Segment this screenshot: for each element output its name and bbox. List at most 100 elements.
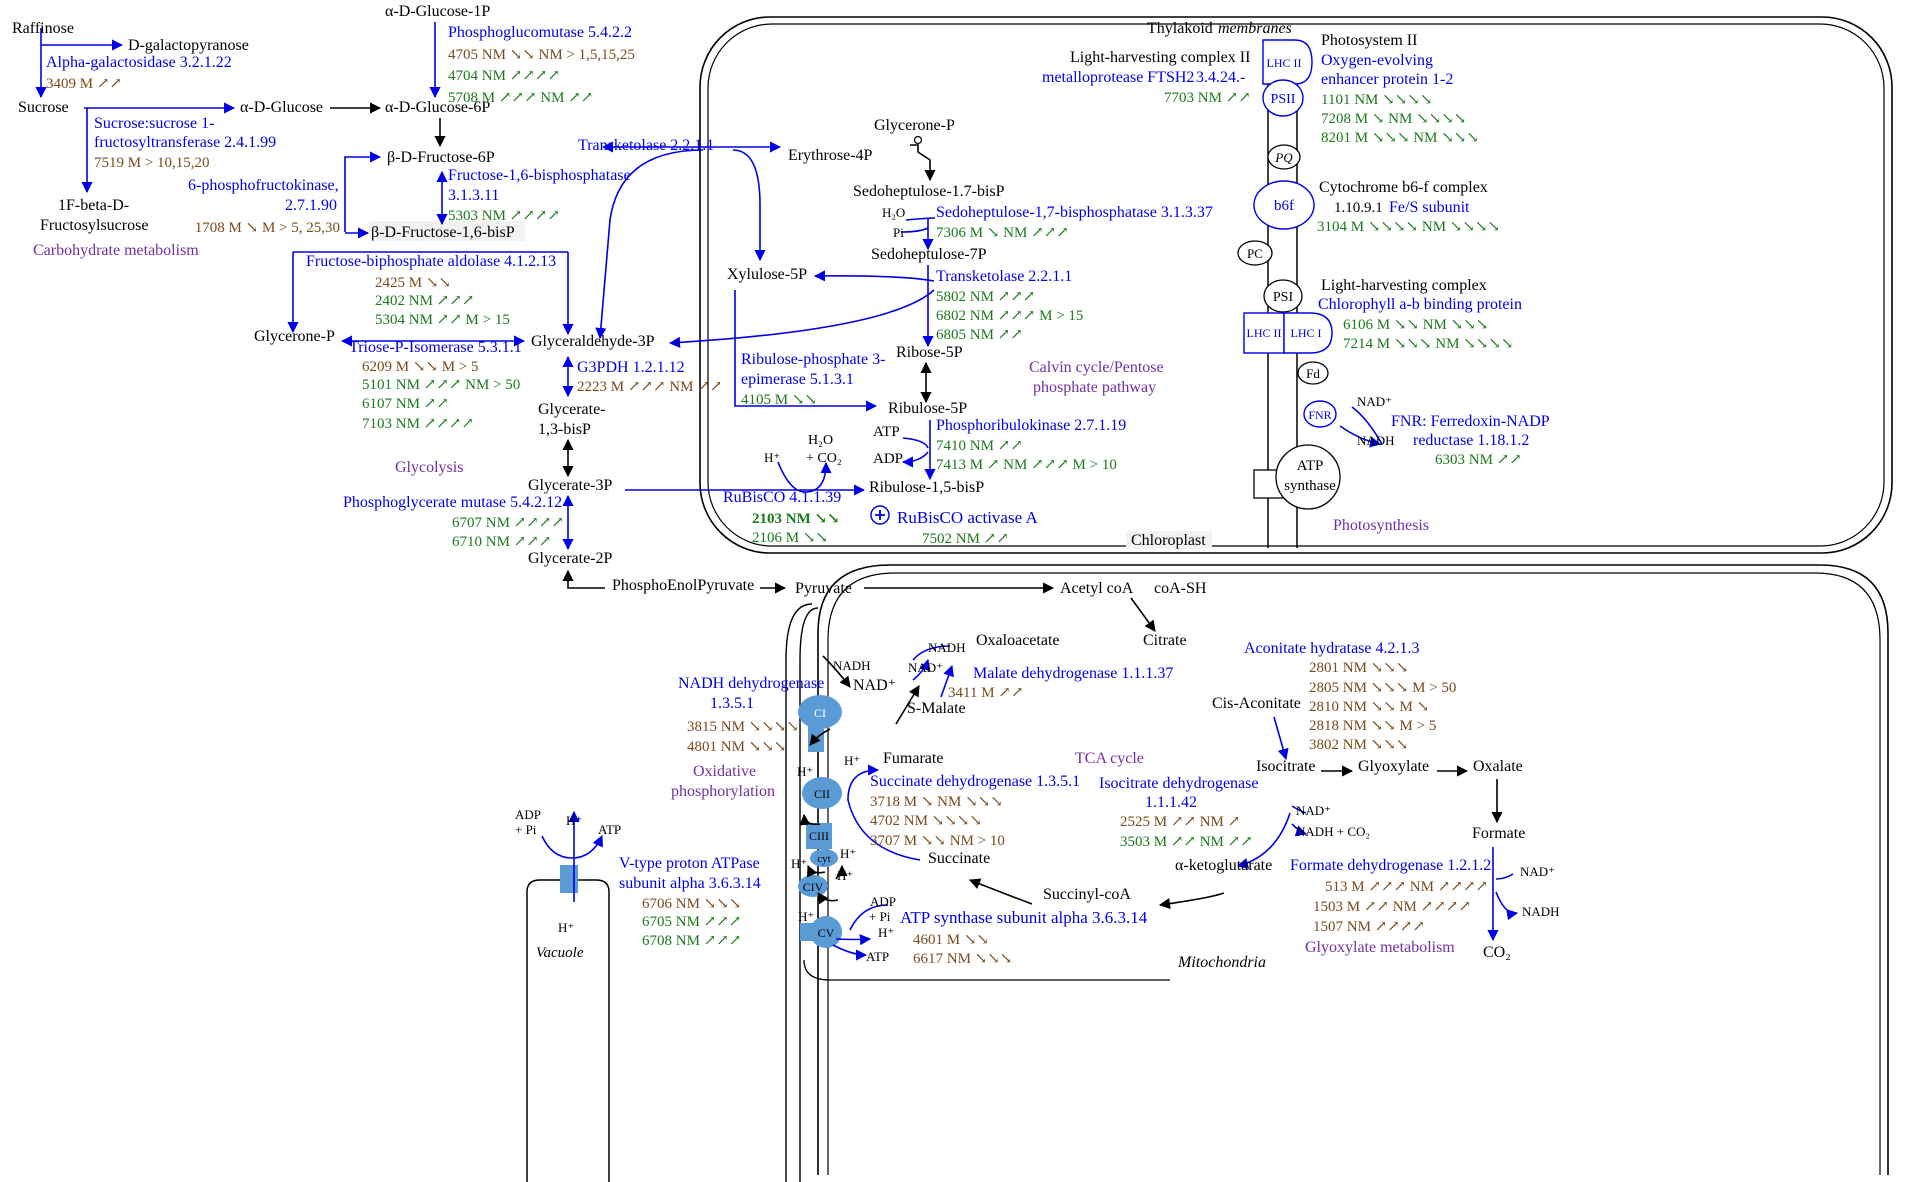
acetyl-coa-label: Acetyl coA <box>1060 580 1134 597</box>
pc-label: PC <box>1247 246 1263 261</box>
a-d-glucose-6p-label: α-D-Glucose-6P <box>385 99 490 116</box>
adp-pi-2-label: + Pi <box>869 909 891 924</box>
pfk-1-label: 6-phosphofructokinase, <box>188 177 339 194</box>
pq-shuttle <box>1267 144 1301 170</box>
lhc1-label: LHC I <box>1291 326 1322 340</box>
pq-label: PQ <box>1274 150 1293 165</box>
sdh-2-label: 4702 NM ↘↘↘↘ <box>870 813 982 829</box>
rubisco-1-label: 2103 NM ↘↘ <box>752 511 840 527</box>
calvin-1-label: Calvin cycle/Pentose <box>1029 359 1164 376</box>
sedoheptulose-17bisp-label: Sedoheptulose-1.7-bisP <box>853 183 1005 200</box>
vatp-1-label: 6706 NM ↘↘↘ <box>642 896 741 912</box>
alpha-gal-1-label: 3409 M ↗↗ <box>46 76 122 92</box>
mitochondria-membrane-inner <box>827 572 1881 1175</box>
atp-synthase-head <box>1275 444 1341 510</box>
pgam-label: Phosphoglycerate mutase 5.4.2.12 <box>343 494 562 511</box>
reaction-curve-8 <box>902 437 929 449</box>
reaction-curve-16 <box>847 764 921 861</box>
h-plus-label: H⁺ <box>878 925 894 940</box>
raffinose-label: Raffinose <box>12 20 74 37</box>
reaction-arrow-18 <box>562 569 605 589</box>
sst-2-label: fructosyltransferase 2.4.1.99 <box>94 134 276 151</box>
oxphos-1-label: Oxidative <box>693 763 756 780</box>
h-plus-label: H⁺ <box>797 764 813 779</box>
ribulose-15bisp-label: Ribulose-1,5-bisP <box>869 479 984 496</box>
prk-1-label: 7410 NM ↗↗ <box>936 438 1023 454</box>
tpi-label: Triose-P-Isomerase 5.3.1.1 <box>349 339 522 356</box>
complex-iii <box>806 823 832 849</box>
vatpase-2-label: subunit alpha 3.6.3.14 <box>619 875 761 892</box>
b-d-fructose-16bisp-label: β-D-Fructose-1,6-bisP <box>371 224 515 241</box>
ftsh2-1-label: 7703 NM ↗↗ <box>1164 90 1251 106</box>
reaction-curve-13 <box>1291 823 1308 837</box>
tpi-1-label: 6209 M ↘↘ M > 5 <box>362 359 479 375</box>
fdh-3-label: 1507 NM ↗↗↗↗ <box>1313 919 1425 935</box>
psi-label: PSI <box>1273 290 1294 305</box>
mitochondria-label: Mitochondria <box>1177 954 1266 971</box>
organelle-shapes <box>369 16 1893 1182</box>
reaction-curve-9 <box>901 451 929 468</box>
fructosylsucrose-1-label: 1F-beta-D- <box>58 197 129 214</box>
reaction-curve-15 <box>968 878 1033 905</box>
aco-3-label: 2810 NM ↘↘ M ↘ <box>1309 699 1429 715</box>
ciii-label: CIII <box>809 829 829 843</box>
aldolase-2-label: 2402 NM ↗↗↗ <box>375 293 474 309</box>
cytb6f-1-label: 3104 M ↘↘↘↘ NM ↘↘↘↘ <box>1317 219 1500 235</box>
b6f-label: b6f <box>1274 198 1294 214</box>
fnr-label: FNR <box>1308 408 1331 422</box>
cv-label: CV <box>818 926 835 940</box>
fnr-complex <box>1303 400 1337 428</box>
pgm-3-label: 5708 M ↗↗↗ NM ↗↗ <box>448 90 593 106</box>
cytb6f-title-label: Cytochrome b6-f complex <box>1319 179 1488 196</box>
oee-1-label: Oxygen-evolving <box>1321 52 1433 69</box>
pep-label: PhosphoEnolPyruvate <box>612 577 754 594</box>
aldolase-label: Fructose-biphosphate aldolase 4.1.2.13 <box>306 253 556 270</box>
ftsh2-1-label: metalloprotease FTSH2 <box>1042 69 1194 86</box>
alpha-gal-label: Alpha-galactosidase 3.2.1.22 <box>46 54 232 71</box>
civ-label: CIV <box>803 880 824 894</box>
glycerate-3p-label: Glycerate-3P <box>528 477 613 494</box>
adp-pi-1-label: ADP <box>870 894 896 909</box>
atp-label: ATP <box>598 822 621 837</box>
rpe-1-label: 4105 M ↘↘ <box>741 392 817 408</box>
oxaloacetate-label: Oxaloacetate <box>976 632 1060 649</box>
tpi-2-label: 5101 NM ↗↗↗ NM > 50 <box>362 377 520 393</box>
sst-1-label: Sucrose:sucrose 1- <box>94 115 214 132</box>
nadh-co2-label: NADH + CO₂ <box>1296 824 1370 839</box>
text-labels: RaffinoseD-galactopyranoseAlpha-galactos… <box>12 3 1560 971</box>
fnr-2-label: reductase 1.18.1.2 <box>1413 432 1529 449</box>
glycerone-p-left-label: Glycerone-P <box>254 328 335 345</box>
rpe-1-label: Ribulose-phosphate 3- <box>741 351 885 368</box>
vatp-2-label: 6705 NM ↗↗↗ <box>642 914 741 930</box>
succinate-label: Succinate <box>928 850 990 867</box>
g3pdh-1-label: 2223 M ↗↗↗ NM ↗↗ <box>577 379 722 395</box>
nad-plus-label: NAD⁺ <box>853 677 896 694</box>
nadh-label: NADH <box>1357 433 1395 448</box>
psi-complex <box>1263 279 1303 313</box>
sbpase-1-label: 7306 M ↘ NM ↗↗↗ <box>936 225 1069 241</box>
reaction-curve-30 <box>832 944 868 961</box>
h-plus-label: H⁺ <box>798 909 814 924</box>
erythrose-4p-label: Erythrose-4P <box>788 147 873 164</box>
pgm-label: Phosphoglucomutase 5.4.2.2 <box>448 24 632 41</box>
prk-label: Phosphoribulokinase 2.7.1.19 <box>936 417 1126 434</box>
pc-shuttle <box>1237 240 1273 266</box>
sedoheptulose-7p-label: Sedoheptulose-7P <box>871 246 987 263</box>
lhc1-complex <box>1283 312 1333 354</box>
reaction-curve-22 <box>1339 425 1382 448</box>
h2o-co2-2-label: + CO₂ <box>806 451 842 466</box>
oxphos-2-label: phosphorylation <box>671 783 775 800</box>
cii-label: CII <box>814 787 830 801</box>
reaction-curve-5 <box>910 144 936 182</box>
fd-label: Fd <box>1306 366 1320 381</box>
d-galactopyranose-label: D-galactopyranose <box>128 37 249 54</box>
aco-5-label: 3802 NM ↘↘↘ <box>1309 737 1408 753</box>
tk-chl-3-label: 6805 NM ↗↗ <box>936 327 1023 343</box>
pfk-2-label: 2.7.1.90 <box>285 197 337 214</box>
reaction-curve-26 <box>799 813 821 826</box>
citrate-label: Citrate <box>1143 632 1187 649</box>
coa-sh-label: coA-SH <box>1154 580 1207 597</box>
nadh-dh-1-label: NADH dehydrogenase <box>678 675 824 692</box>
